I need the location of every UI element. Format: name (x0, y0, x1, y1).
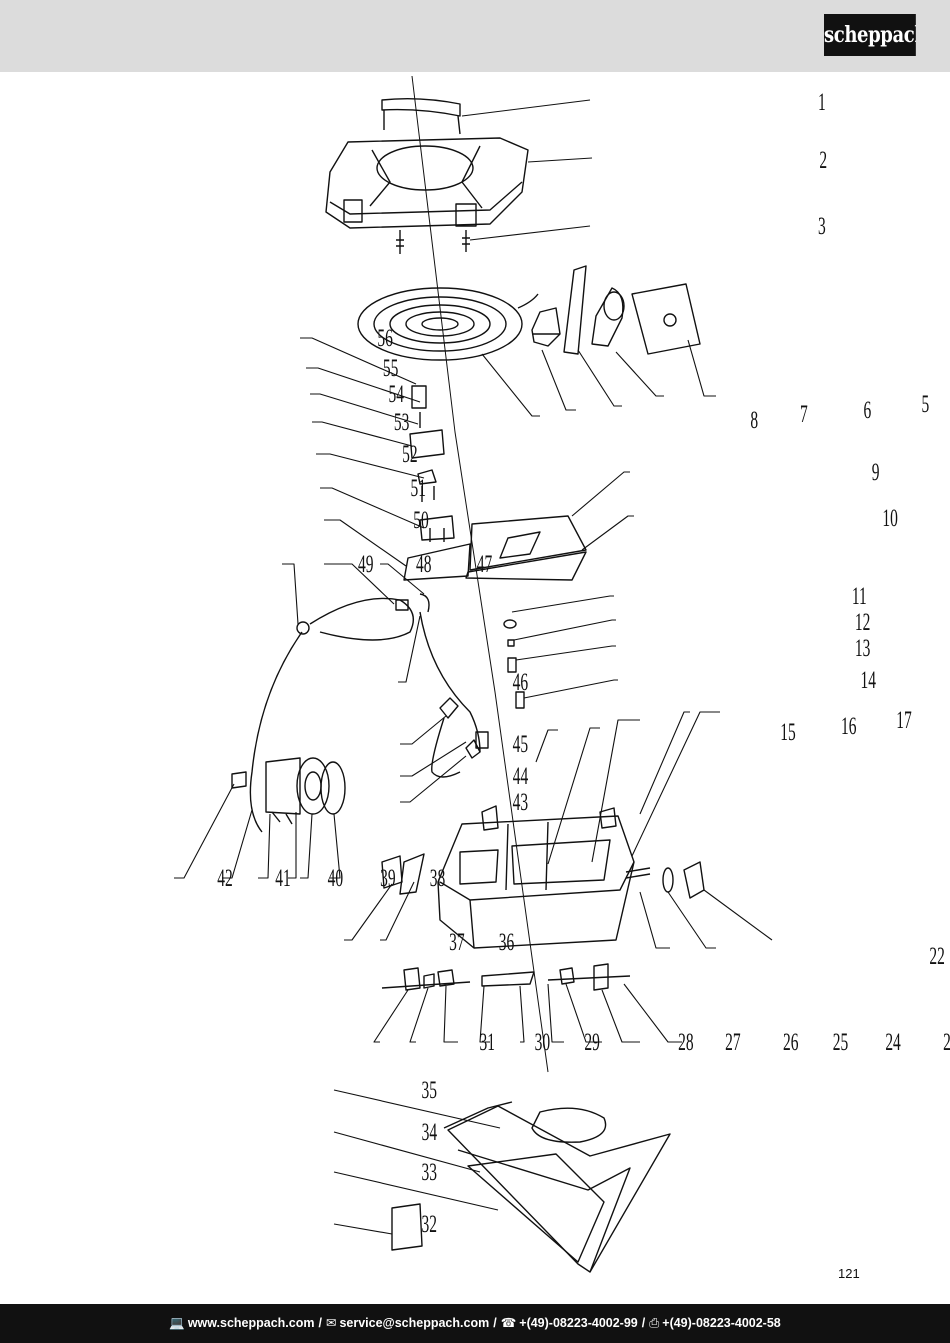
screw-part (396, 230, 470, 254)
footer-separator: / (318, 1316, 322, 1330)
callout-5: 5 (921, 390, 929, 418)
callout-14: 14 (860, 666, 876, 694)
callout-16: 16 (841, 712, 856, 740)
callout-45: 45 (513, 730, 528, 758)
callout-39: 39 (380, 864, 395, 892)
callout-40: 40 (328, 864, 343, 892)
callout-7: 7 (800, 400, 808, 428)
footer-website[interactable]: www.scheppach.com (187, 1316, 315, 1330)
callout-17: 17 (896, 706, 911, 734)
callout-56: 56 (377, 324, 392, 352)
callout-10: 10 (882, 504, 897, 532)
footer-fax: +(49)-08223-4002-58 (662, 1316, 781, 1330)
callout-49: 49 (358, 550, 373, 578)
callout-38: 38 (430, 864, 445, 892)
footer-separator: / (641, 1316, 646, 1330)
outlet-part (625, 861, 705, 899)
callout-23: 23 (943, 1028, 950, 1056)
crevice-tool-part (563, 265, 587, 355)
tank-body-part (437, 805, 635, 949)
motor-part (231, 757, 346, 825)
exploded-parts-diagram: 1 2 3 4 5 6 7 8 9 10 11 12 13 14 15 16 1… (0, 72, 950, 1304)
callout-1: 1 (818, 88, 826, 116)
footer-separator: / (493, 1316, 497, 1330)
brush-part (591, 287, 625, 347)
leader-lines (174, 99, 773, 1235)
callout-26: 26 (783, 1028, 798, 1056)
callout-52: 52 (402, 440, 417, 468)
callout-43: 43 (513, 788, 528, 816)
assembly-axis-line (411, 75, 549, 1073)
callout-47: 47 (477, 550, 492, 578)
callout-46: 46 (513, 668, 528, 696)
callout-50: 50 (413, 506, 428, 534)
callout-44: 44 (513, 762, 529, 790)
callout-15: 15 (780, 718, 795, 746)
callout-41: 41 (275, 864, 290, 892)
footer-phone: +(49)-08223-4002-99 (519, 1316, 638, 1330)
lid-part (325, 137, 529, 229)
callout-32: 32 (422, 1210, 437, 1238)
callout-9: 9 (872, 458, 880, 486)
page-number: 121 (838, 1266, 860, 1281)
callout-25: 25 (833, 1028, 848, 1056)
envelope-icon: ✉ (325, 1316, 337, 1330)
side-filter-part (381, 853, 425, 895)
callout-53: 53 (394, 408, 409, 436)
footer-contact-bar: 💻www.scheppach.com/✉service@scheppach.co… (0, 1304, 950, 1343)
callout-3: 3 (818, 212, 826, 240)
callout-48: 48 (416, 550, 431, 578)
fax-icon: ⎙ (649, 1316, 660, 1330)
callout-27: 27 (725, 1028, 740, 1056)
header-band (0, 0, 950, 72)
callout-28: 28 (678, 1028, 693, 1056)
latch-wheel-part (381, 963, 631, 991)
valve-part (503, 619, 525, 709)
wiring-board-part (403, 528, 471, 581)
plug-cord-part (431, 697, 489, 778)
nozzle-part (531, 307, 561, 347)
callout-29: 29 (584, 1028, 599, 1056)
callout-6: 6 (863, 396, 871, 424)
callout-11: 11 (852, 582, 867, 610)
callout-54: 54 (389, 380, 405, 408)
filter-bag-part (631, 283, 701, 355)
callout-42: 42 (217, 864, 232, 892)
callout-24: 24 (885, 1028, 901, 1056)
callout-33: 33 (422, 1158, 437, 1186)
callout-31: 31 (479, 1028, 494, 1056)
hose-part (357, 287, 539, 361)
callout-35: 35 (422, 1076, 437, 1104)
computer-icon: 💻 (169, 1316, 185, 1330)
callout-51: 51 (410, 474, 425, 502)
callout-numbers: 1 2 3 4 5 6 7 8 9 10 11 12 13 14 15 16 1… (217, 88, 950, 1238)
callout-2: 2 (819, 146, 827, 174)
callout-55: 55 (383, 354, 398, 382)
callout-12: 12 (855, 608, 870, 636)
handle-part (381, 97, 461, 135)
callout-22: 22 (929, 942, 944, 970)
packaging-box-part (391, 1101, 671, 1273)
brand-logo: scheppach (824, 14, 916, 56)
power-cable-part (249, 593, 481, 833)
footer-email[interactable]: service@scheppach.com (339, 1316, 490, 1330)
callout-13: 13 (855, 634, 870, 662)
callout-34: 34 (422, 1118, 438, 1146)
callout-36: 36 (499, 928, 514, 956)
callout-37: 37 (449, 928, 464, 956)
callout-30: 30 (535, 1028, 550, 1056)
callout-8: 8 (750, 406, 758, 434)
telephone-icon: ☎ (500, 1316, 517, 1330)
switch-assembly-part (409, 385, 455, 541)
